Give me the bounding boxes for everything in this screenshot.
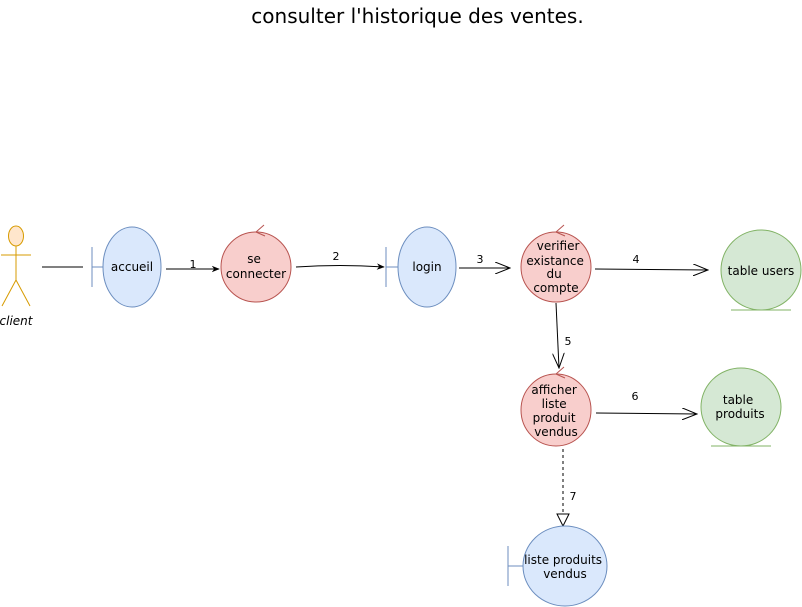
edge-label-2: 2 bbox=[333, 250, 340, 263]
actor-label: client bbox=[0, 314, 34, 328]
node-label: login bbox=[412, 260, 441, 274]
actor-client[interactable]: client bbox=[0, 225, 34, 328]
node-label: verifier existance du compte bbox=[526, 239, 587, 295]
actor-figure-icon bbox=[1, 225, 31, 307]
edge-label-4: 4 bbox=[633, 253, 640, 266]
node-label: liste produits vendus bbox=[524, 553, 606, 581]
edge-6: 6 bbox=[595, 390, 697, 414]
edge-2: 2 bbox=[295, 250, 385, 270]
edge-5: 5 bbox=[556, 302, 572, 368]
node-afficher-liste[interactable]: afficher liste produit vendus bbox=[520, 366, 592, 447]
node-verifier-existance[interactable]: verifier existance du compte bbox=[520, 224, 592, 303]
node-label: afficher liste produit vendus bbox=[531, 383, 580, 439]
edge-label-7: 7 bbox=[570, 490, 577, 503]
diagram-title: consulter l'historique des ventes. bbox=[251, 4, 584, 28]
edge-1: 1 bbox=[166, 258, 220, 273]
node-label: accueil bbox=[111, 260, 153, 274]
edge-3: 3 bbox=[459, 253, 510, 268]
node-login[interactable]: login bbox=[385, 226, 457, 308]
node-table-users[interactable]: table users bbox=[720, 229, 802, 311]
edge-4: 4 bbox=[594, 253, 708, 270]
node-se-connecter[interactable]: se connecter bbox=[220, 224, 292, 303]
edge-label-6: 6 bbox=[632, 390, 639, 403]
node-label: table users bbox=[728, 264, 795, 278]
edge-7: 7 bbox=[563, 449, 577, 526]
node-liste-produits-vendus[interactable]: liste produits vendus bbox=[507, 525, 608, 607]
node-accueil[interactable]: accueil bbox=[91, 226, 162, 308]
node-table-produits[interactable]: table produits bbox=[700, 367, 782, 447]
edge-label-5: 5 bbox=[565, 335, 572, 348]
edge-label-1: 1 bbox=[190, 258, 197, 271]
node-label: table produits bbox=[715, 393, 764, 421]
edge-label-3: 3 bbox=[477, 253, 484, 266]
node-label: se connecter bbox=[226, 252, 286, 281]
